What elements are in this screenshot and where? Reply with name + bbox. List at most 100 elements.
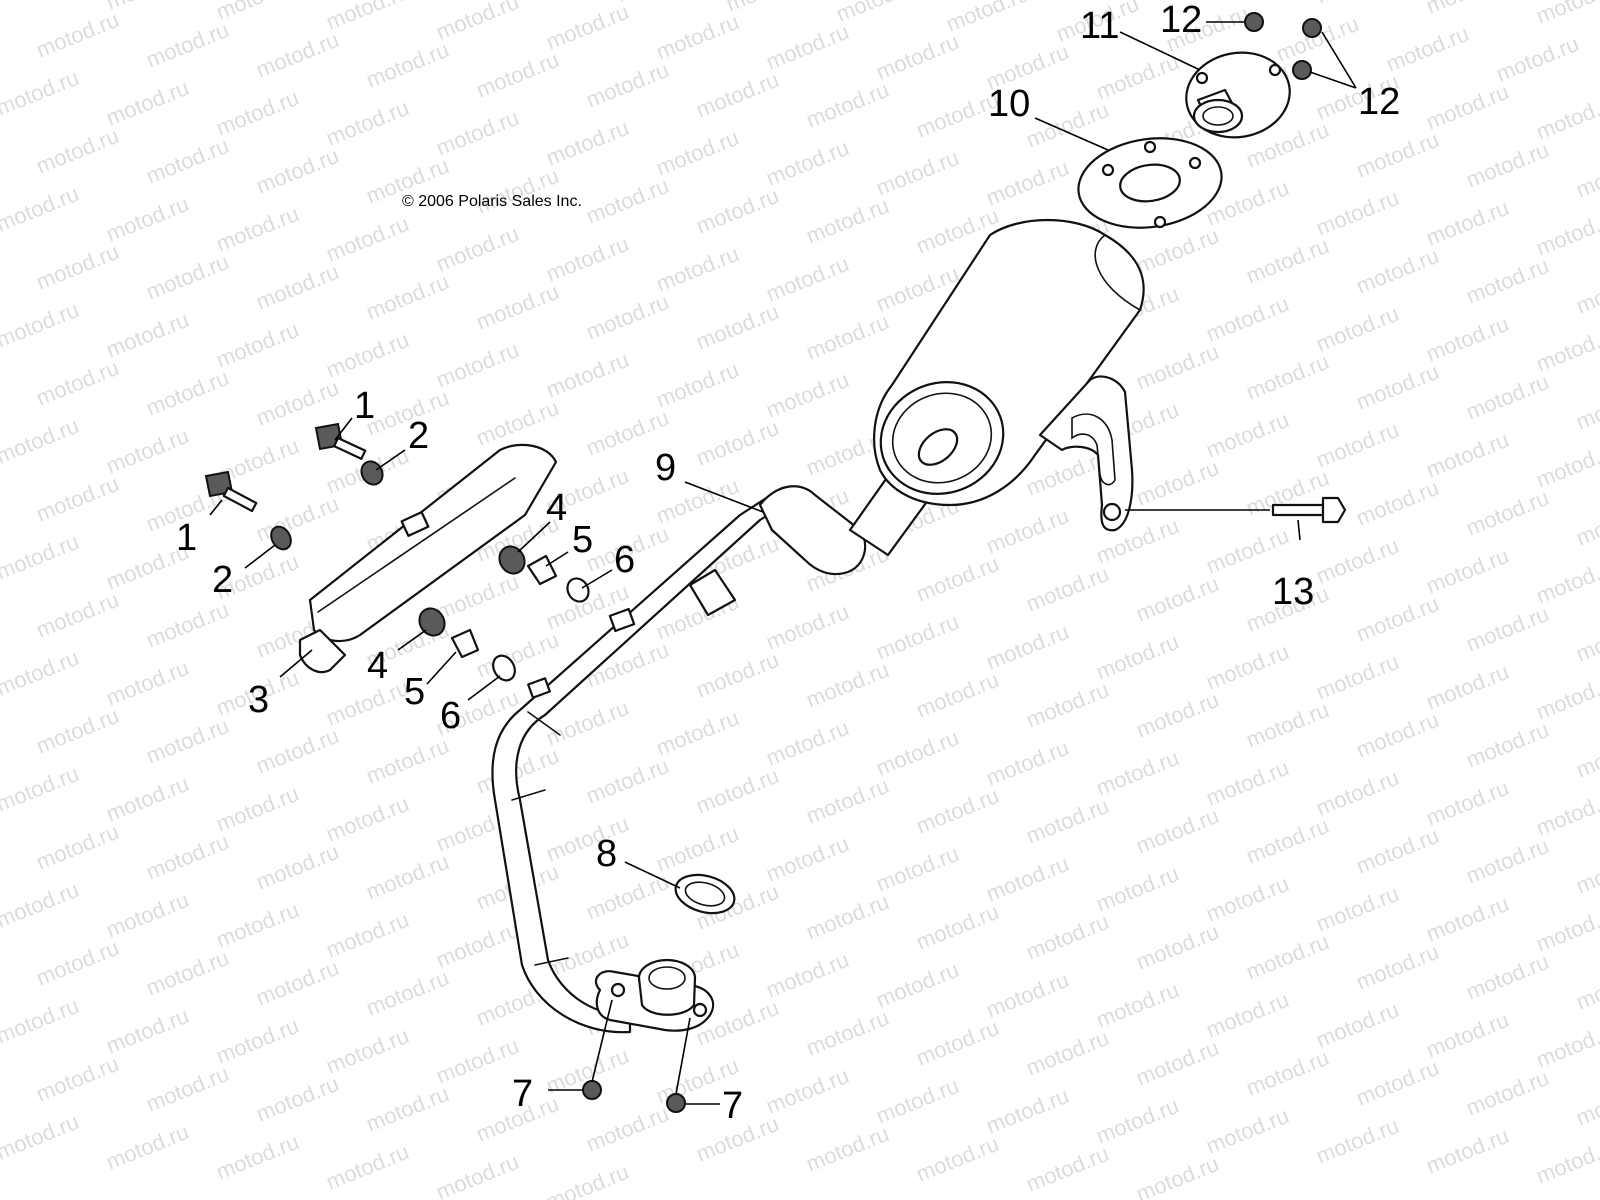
watermark-text: motod.ru [1423,79,1513,135]
grommet-4-upper [498,545,526,575]
watermark-text: motod.ru [803,309,893,365]
watermark-text: motod.ru [693,415,783,471]
watermark-text: motod.ru [1093,629,1183,685]
watermark-text: motod.ru [1203,639,1293,695]
watermark-text: motod.ru [323,791,413,847]
watermark-text: motod.ru [983,503,1073,559]
watermark-text: motod.ru [213,781,303,837]
watermark-text: motod.ru [1463,253,1553,309]
watermark-text: motod.ru [1133,571,1223,627]
watermark-text: motod.ru [1023,97,1113,153]
watermark-text: motod.ru [323,0,413,35]
watermark-text: motod.ru [1353,243,1443,299]
watermark-text: motod.ru [143,133,233,189]
watermark-text: motod.ru [1203,987,1293,1043]
watermark-text: motod.ru [873,29,963,85]
watermark-text: motod.ru [653,241,743,297]
watermark-text: motod.ru [983,851,1073,907]
outlet-flange [1185,51,1291,139]
watermark-text: motod.ru [543,347,633,403]
watermark-text: motod.ru [1353,1055,1443,1111]
callout-8: 8 [596,833,617,875]
watermark-text: motod.ru [873,609,963,665]
watermark-text: motod.ru [1353,127,1443,183]
watermark-text: motod.ru [613,0,703,7]
watermark-text: motod.ru [213,1013,303,1069]
watermark-text: motod.ru [0,297,82,353]
watermark-text: motod.ru [1243,1045,1333,1101]
watermark-text: motod.ru [103,75,193,131]
watermark-text: motod.ru [1423,0,1513,19]
watermark-text: motod.ru [873,725,963,781]
watermark-text: motod.ru [1423,427,1513,483]
watermark-text: motod.ru [943,0,1033,37]
watermark-text: motod.ru [653,357,743,413]
watermark-text: motod.ru [253,375,343,431]
watermark-text: motod.ru [1313,765,1403,821]
watermark-text: motod.ru [803,77,893,133]
watermark-text: motod.ru [473,163,563,219]
watermark-text: motod.ru [143,829,233,885]
watermark-text: motod.ru [363,733,453,789]
watermark-text: motod.ru [323,211,413,267]
watermark-text: motod.ru [33,471,123,527]
watermark-text: motod.ru [1573,959,1600,1015]
callout-10: 10 [988,83,1030,125]
watermark-text: motod.ru [583,1101,673,1157]
watermark-text: motod.ru [253,839,343,895]
watermark-text: motod.ru [763,947,853,1003]
watermark-text: motod.ru [1573,843,1600,899]
watermark-text: motod.ru [363,37,453,93]
watermark-text: motod.ru [693,67,783,123]
watermark-text: motod.ru [653,821,743,877]
watermark-text: motod.ru [763,19,853,75]
watermark-text: motod.ru [253,491,343,547]
watermark-text: motod.ru [1423,891,1513,947]
watermark-text: motod.ru [1533,0,1600,29]
callout-1-upper: 1 [354,385,375,427]
callout-9: 9 [655,447,676,489]
callout-13: 13 [1272,571,1314,613]
watermark-text: motod.ru [1463,717,1553,773]
watermark-text: motod.ru [1313,649,1403,705]
watermark-text: motod.ru [1133,455,1223,511]
watermark-text: motod.ru [1463,601,1553,657]
watermark-text: motod.ru [583,289,673,345]
watermark-text: motod.ru [213,0,303,25]
watermark-text: motod.ru [1423,1007,1513,1063]
watermark-text: motod.ru [0,1109,82,1165]
watermark-text: motod.ru [103,0,193,15]
watermark-text: motod.ru [653,705,743,761]
watermark-text: motod.ru [253,723,343,779]
watermark-text: motod.ru [33,819,123,875]
watermark-text: motod.ru [253,143,343,199]
watermark-text: motod.ru [253,27,343,83]
washer-2-lower [270,525,292,551]
gasket [1077,137,1223,229]
watermark-text: motod.ru [213,1129,303,1185]
watermark-text: motod.ru [1353,823,1443,879]
watermark-text: motod.ru [583,173,673,229]
watermark-text: motod.ru [1133,223,1223,279]
watermark-text: motod.ru [873,841,963,897]
callout-6-upper: 6 [614,539,635,581]
callout-12-right: 12 [1358,81,1400,123]
nut-7-right [666,1093,686,1113]
watermark-text: motod.ru [763,599,853,655]
callout-labels: 1 1 2 2 3 4 4 5 5 6 6 7 7 8 9 10 11 12 1… [176,0,1400,1127]
heat-shield [298,443,558,674]
watermark-text: motod.ru [543,231,633,287]
watermark-text: motod.ru [0,761,82,817]
callout-5-upper: 5 [572,519,593,561]
watermark-text: motod.ru [33,7,123,63]
watermark-text: motod.ru [433,105,523,161]
watermark-text: motod.ru [1313,0,1403,9]
watermark-text: motod.ru [1353,591,1443,647]
watermark-text: motod.ru [693,183,783,239]
watermark-text: motod.ru [1313,1113,1403,1169]
watermark-text: motod.ru [1023,1025,1113,1081]
watermark-text: motod.ru [803,773,893,829]
watermark-text: motod.ru [0,181,82,237]
copyright-notice: © 2006 Polaris Sales Inc. [402,193,582,210]
